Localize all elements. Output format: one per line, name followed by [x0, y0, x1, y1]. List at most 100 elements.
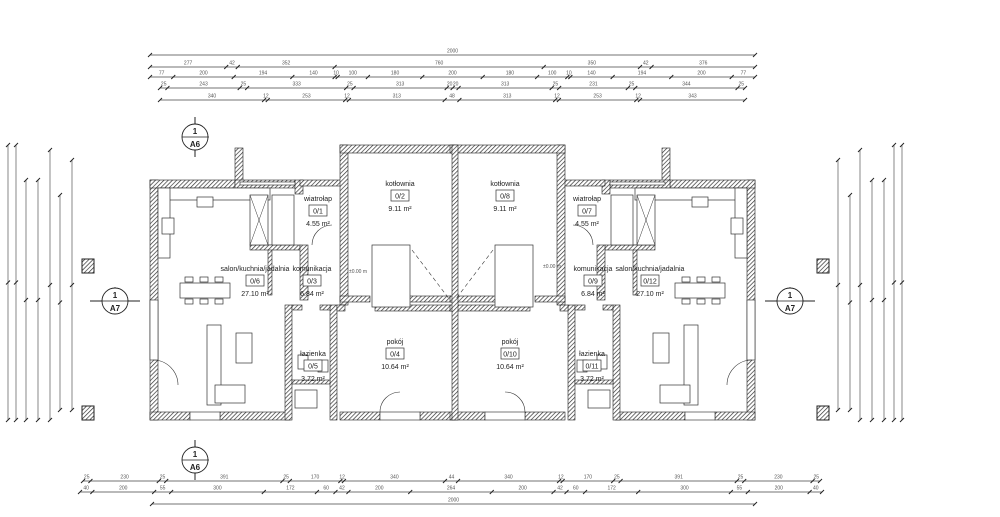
column-symbol: [816, 258, 830, 274]
dimension-tick: [156, 478, 162, 484]
wall: [291, 379, 331, 385]
dimension-tick: [147, 52, 153, 58]
wall: [714, 411, 756, 421]
dimension-value: 12: [263, 94, 269, 100]
wall: [567, 304, 576, 421]
dimension-value: 200: [199, 71, 208, 77]
dimension-value: 200: [375, 486, 384, 492]
wall: [559, 179, 606, 187]
room-number-box: [495, 189, 515, 202]
section-marker: 1A7: [765, 287, 815, 315]
walls: [149, 144, 756, 421]
dimension-tick: [552, 97, 558, 103]
dimension-value: 2000: [447, 49, 458, 55]
room-name: łazienka: [579, 351, 605, 358]
window: [239, 181, 296, 186]
dimension-value: 340: [208, 94, 217, 100]
room-number-box: [303, 359, 323, 372]
chair: [696, 276, 706, 283]
dimension-tick: [899, 280, 905, 285]
door-swing: [504, 391, 526, 413]
chair: [184, 298, 194, 305]
shower: [294, 389, 318, 409]
shower: [587, 389, 611, 409]
dimension-tick: [57, 300, 63, 305]
dimension-tick: [610, 74, 616, 80]
dimension-tick: [637, 97, 643, 103]
dimension-tick: [728, 489, 734, 495]
wall: [604, 244, 656, 251]
dimension-value: 140: [587, 71, 596, 77]
dimension-value: 25: [347, 82, 353, 88]
dimension-tick: [742, 97, 748, 103]
dimension-tick: [165, 85, 170, 91]
dimension-value: 230: [774, 475, 783, 481]
dimension-tick: [625, 85, 631, 91]
dimension-tick: [280, 478, 285, 484]
dimension-tick: [346, 489, 351, 495]
dimension-tick: [231, 74, 237, 80]
dimension-tick: [57, 192, 63, 198]
room-name: komunikacja: [574, 266, 613, 273]
wall: [319, 304, 331, 311]
dimension-value: 200: [119, 486, 128, 492]
dimension-value: 340: [504, 475, 513, 481]
chair: [199, 298, 209, 305]
room-number-box: [500, 347, 520, 360]
section-number: 1: [193, 450, 198, 459]
dimension-value: 100: [349, 71, 358, 77]
dimension-tick: [69, 407, 75, 413]
wall: [601, 179, 611, 195]
dimension-tick: [343, 85, 349, 91]
dimension-value: 264: [447, 486, 456, 492]
room-number-box: [308, 204, 328, 217]
dimension-value: 760: [435, 61, 444, 67]
room-number: 0/1: [313, 209, 323, 216]
dimension-tick: [541, 64, 547, 70]
room-number: 0/12: [643, 279, 657, 286]
dimension-tick: [556, 97, 562, 103]
wall: [556, 144, 566, 306]
dimension-value: 172: [607, 486, 616, 492]
staircase: [494, 244, 534, 308]
room-name: łazienka: [300, 351, 326, 358]
dimension-tick: [899, 142, 905, 148]
section-sheet: A7: [110, 304, 121, 313]
dimension-value: 10: [333, 71, 339, 77]
dimension-value: 313: [396, 82, 405, 88]
dimension-value: 12: [558, 475, 564, 481]
dimension-tick: [556, 478, 562, 484]
dimension-tick: [742, 85, 748, 91]
dimension-tick: [442, 478, 448, 484]
dimension-tick: [899, 417, 905, 423]
room-area: 4.55 m²: [575, 221, 599, 228]
dimension-tick: [314, 489, 320, 495]
dimension-value: 42: [339, 486, 345, 492]
room-number: 0/8: [500, 194, 510, 201]
sink-icon: [691, 196, 709, 208]
stair-arrow: [411, 249, 451, 301]
dimension-value: 2000: [448, 498, 459, 504]
dimension-value: 343: [688, 94, 697, 100]
dimension-value: 25: [161, 82, 167, 88]
dimension-tick: [47, 417, 53, 423]
dimension-tick: [564, 489, 569, 495]
section-sheet: A6: [190, 463, 201, 472]
dimension-value: 180: [391, 71, 400, 77]
room-number: 0/10: [503, 352, 517, 359]
chair: [681, 298, 691, 305]
dimension-tick: [752, 74, 758, 80]
column-symbol: [81, 405, 95, 421]
wall: [614, 411, 686, 421]
dimension-value: 300: [680, 486, 689, 492]
party-wall: [451, 144, 459, 421]
wall: [449, 304, 531, 312]
dining-table: [179, 282, 231, 299]
